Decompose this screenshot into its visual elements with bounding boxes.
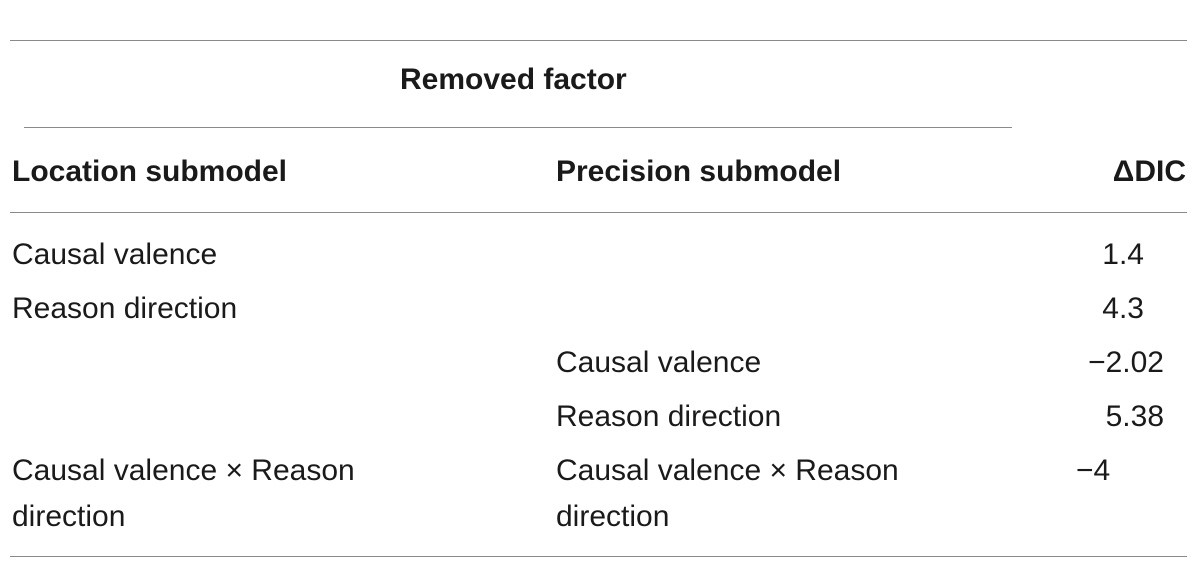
row-1-location-cell: Causal valence	[12, 238, 218, 271]
row-4-precision-cell: Reason direction	[556, 400, 782, 433]
group-header-removed-factor: Removed factor	[400, 63, 627, 96]
table-bottom-rule	[10, 556, 1187, 557]
row-5-precision-cell: Causal valence × Reason direction	[556, 454, 899, 533]
column-header-precision-submodel: Precision submodel	[556, 155, 842, 188]
row-2-delta-dic-cell: 4.3	[1102, 292, 1144, 325]
row-5-delta-dic-cell: −4	[1076, 454, 1111, 487]
column-header-delta-dic: ΔDIC	[1112, 155, 1186, 188]
column-header-location-submodel: Location submodel	[12, 155, 288, 188]
row-2-location-cell: Reason direction	[12, 292, 238, 325]
row-1-delta-dic-cell: 1.4	[1102, 238, 1144, 271]
row-4-delta-dic-cell: 5.38	[1105, 400, 1164, 433]
row-5-location-cell: Causal valence × Reason direction	[12, 454, 355, 533]
group-header-rule	[24, 127, 1012, 128]
row-3-delta-dic-cell: −2.02	[1088, 346, 1164, 379]
row-3-precision-cell: Causal valence	[556, 346, 762, 379]
header-bottom-rule	[10, 212, 1187, 213]
table-top-rule	[10, 40, 1187, 41]
